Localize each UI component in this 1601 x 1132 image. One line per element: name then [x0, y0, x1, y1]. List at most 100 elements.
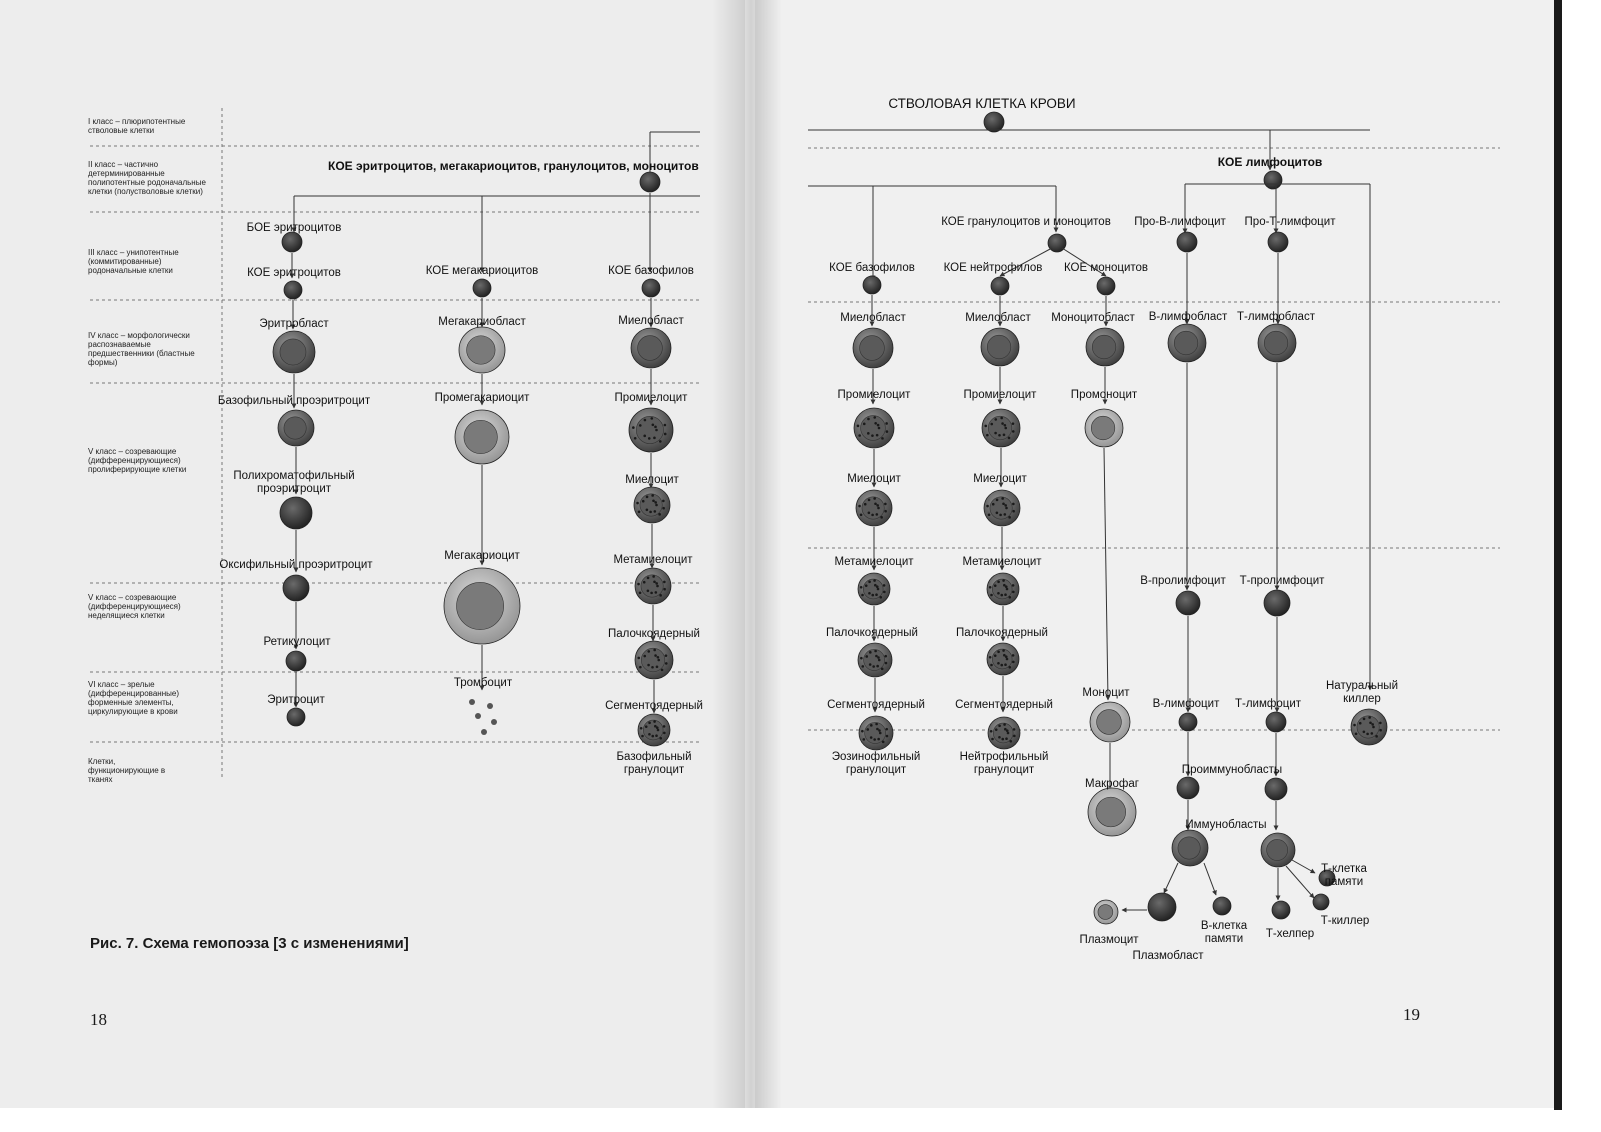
cell-myelocyte-baso-granule: [662, 506, 665, 510]
cell-metamyelocyte-eo-granule: [859, 585, 863, 589]
cell-segmented-neutro-granule: [1005, 729, 1009, 732]
cell-band-baso-granule: [643, 654, 647, 658]
cell-metamyelocyte-baso-granule: [659, 594, 662, 597]
cell-promyelocyte-neutro-granule: [994, 418, 998, 421]
cell-promyelocyte-neutro-granule: [994, 431, 997, 435]
cell-b-immunoblast-nucleus: [1177, 836, 1201, 860]
node-b-memory: В-клетка памяти: [1200, 920, 1248, 945]
node-pro-b: Про-В-лимфоцит: [1134, 216, 1226, 228]
cell-t-helper: [1271, 900, 1291, 920]
cell-metamyelocyte-neutro-granule: [1005, 587, 1009, 591]
cell-t-lymphoblast-nucleus: [1263, 330, 1289, 356]
cell-t-lymphocyte: [1265, 711, 1287, 733]
cell-segmented-neutro-nucleus: [992, 722, 1014, 744]
cell-myelocyte-neutro-granule: [1012, 509, 1015, 513]
cell-metamyelocyte-baso-granule: [655, 582, 658, 585]
cell-t-prolymphocyte: [1263, 589, 1291, 617]
cell-segmented-baso-granule: [663, 731, 666, 735]
cell-segmented-baso-nucleus: [642, 719, 664, 741]
cell-segmented-baso-granule: [648, 732, 651, 736]
node-basophilic-proerythrocyte: Базофильный проэритроцит: [217, 395, 371, 407]
node-bfu-e: БОЕ эритроцитов: [246, 222, 342, 234]
node-promegakaryocyte: Промегакариоцит: [434, 392, 530, 404]
cell-metamyelocyte-neutro-granule: [1004, 593, 1007, 597]
cell-monoblast-nucleus: [1091, 334, 1117, 360]
cell-metamyelocyte-neutro-granule: [1000, 593, 1004, 597]
cell-natural-killer-granule: [1362, 717, 1366, 721]
cell-segmented-neutro-granule: [998, 735, 1001, 739]
cell-segmented-eo-granule: [873, 738, 876, 741]
cell-myelocyte-neutro-granule: [1008, 516, 1011, 519]
node-megakaryoblast: Мегакариобласт: [438, 316, 526, 328]
cell-natural-killer-granule: [1366, 732, 1369, 736]
cell-promyelocyte-neutro-granule: [986, 433, 989, 437]
cell-band-baso-granule: [639, 665, 642, 669]
node-cfu-mk: КОЕ мегакариоцитов: [425, 265, 539, 277]
cell-cfu-mono: [1096, 276, 1116, 296]
cell-erythrocyte: [286, 707, 306, 727]
cell-metamyelocyte-neutro-granule: [1002, 579, 1005, 582]
node-cfu-e: КОЕ эритроцитов: [247, 267, 341, 279]
node-promonocyte: Промоноцит: [1070, 389, 1138, 401]
cell-myelocyte-neutro-granule: [995, 511, 999, 515]
cell-thrombocyte-3: [491, 719, 497, 725]
cell-promyelocyte-eo-granule: [867, 417, 870, 421]
cell-segmented-eo-granule: [862, 738, 866, 741]
node-natural-killer: Натуральный киллер: [1326, 680, 1398, 705]
cell-segmented-baso-granule: [651, 734, 655, 738]
node-segmented-neutro: Сегментоядерный: [955, 699, 1053, 711]
class-label-2: II класс – частично детерминированные по…: [88, 160, 206, 196]
cell-band-eo-granule: [884, 654, 888, 658]
cell-myelocyte-baso-granule: [653, 510, 657, 513]
cell-segmented-baso-granule: [662, 725, 666, 728]
cell-band-neutro-granule: [1004, 663, 1007, 667]
cell-myelocyte-baso-granule: [662, 499, 665, 503]
cell-myelocyte-baso-granule: [658, 513, 661, 516]
node-t-memory: Т-клетка памяти: [1321, 863, 1367, 888]
cell-metamyelocyte-neutro-granule: [1011, 584, 1015, 587]
cell-promyelocyte-neutro-granule: [1002, 433, 1006, 437]
cell-myelocyte-eo-granule: [875, 513, 879, 516]
cell-segmented-neutro-granule: [1006, 731, 1010, 735]
cell-metamyelocyte-eo-granule: [861, 593, 864, 597]
cell-reticulocyte: [285, 650, 307, 672]
cell-b-lymphoblast-nucleus: [1173, 330, 1199, 356]
cell-metamyelocyte-baso-granule: [656, 584, 659, 588]
cell-band-neutro-granule: [993, 654, 997, 657]
link-immuno-tmemory: [1291, 859, 1316, 874]
cell-metamyelocyte-baso-granule: [646, 589, 650, 593]
cell-metamyelocyte-neutro-granule: [1012, 590, 1015, 594]
cell-band-eo-granule: [860, 656, 863, 660]
cell-segmented-eo-granule: [878, 731, 882, 735]
cell-band-neutro-granule: [1011, 654, 1015, 657]
cell-myelocyte-eo-granule: [884, 509, 887, 513]
cell-myelocyte-baso-granule: [645, 508, 649, 512]
cell-band-neutro-granule: [1008, 666, 1012, 669]
node-cfu-gm: КОЕ гранулоцитов и моноцитов: [941, 216, 1111, 228]
cell-myeloblast-neutro-nucleus: [986, 334, 1012, 360]
node-cfu-lymphocytes: КОЕ лимфоцитов: [1217, 155, 1323, 169]
cell-promyelocyte-neutro-granule: [1011, 422, 1015, 425]
node-promyelocyte-baso: Промиелоцит: [614, 392, 688, 404]
cell-band-neutro-granule: [1003, 653, 1006, 657]
cell-polychromatophilic-proerythrocyte: [279, 496, 313, 530]
cell-promyelocyte-eo-nucleus: [860, 415, 886, 441]
cell-metamyelocyte-neutro-granule: [993, 584, 997, 587]
cell-promyelocyte-eo-granule: [873, 416, 877, 419]
cell-segmented-eo-granule: [861, 729, 864, 733]
cell-band-baso-granule: [656, 655, 660, 659]
node-erythroblast: Эритробласт: [259, 318, 329, 330]
cell-segmented-baso-granule: [654, 724, 657, 728]
node-megakaryocyte: Мегакариоцит: [444, 550, 520, 562]
cell-promyelocyte-eo-granule: [862, 422, 866, 426]
cell-myelocyte-eo-granule: [876, 504, 879, 507]
cell-myeloblast-eo-nucleus: [859, 335, 885, 361]
cell-promyelocyte-baso-granule: [663, 432, 667, 436]
cell-metamyelocyte-eo-granule: [876, 587, 880, 591]
cell-metamyelocyte-baso-granule: [663, 587, 666, 591]
link-immuno-plasmoblast: [1163, 862, 1179, 894]
cell-promyelocyte-baso-granule: [653, 436, 656, 440]
cell-myelocyte-eo-granule: [874, 502, 877, 506]
cell-promyelocyte-eo-granule: [875, 433, 879, 437]
node-stem-cell: СТВОЛОВАЯ КЛЕТКА КРОВИ: [888, 96, 1076, 111]
